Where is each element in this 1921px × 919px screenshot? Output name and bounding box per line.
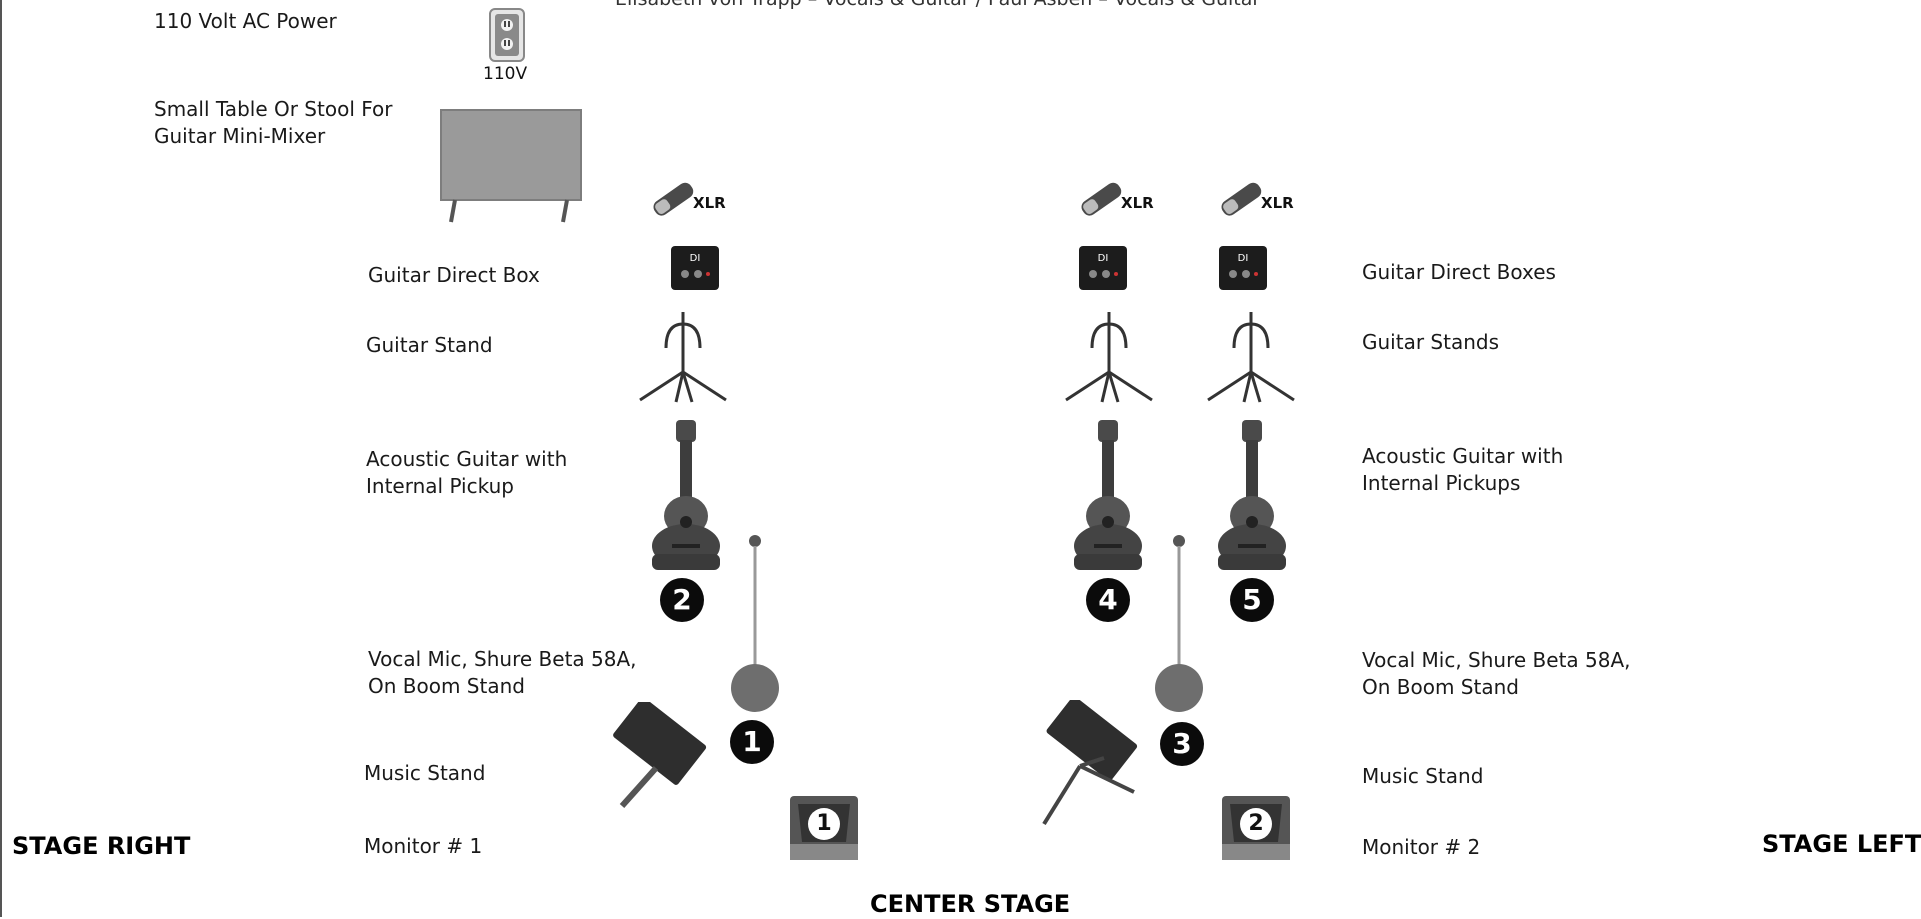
direct-box-icon: DI — [671, 246, 719, 290]
right-monitor-label: Monitor # 2 — [1362, 835, 1481, 859]
acoustic-guitar-icon — [1074, 420, 1142, 570]
power-outlet-icon — [489, 8, 525, 62]
channel-2-badge: 2 — [660, 578, 704, 622]
monitor-1-wedge: 1 — [788, 794, 860, 862]
right-guitar-stands-label: Guitar Stands — [1362, 330, 1499, 354]
monitor-wedge-icon — [790, 796, 858, 860]
music-stand-icon — [613, 702, 707, 809]
right-music-stand-label: Music Stand — [1362, 764, 1484, 788]
xlr-label: XLR — [1261, 194, 1294, 212]
xlr-label: XLR — [1121, 194, 1154, 212]
svg-text:DI: DI — [690, 253, 701, 264]
monitor-wedge-icon — [1222, 796, 1290, 860]
xlr-connector-icon — [1081, 182, 1122, 216]
channel-3-badge: 3 — [1160, 722, 1204, 766]
power-outlet-label: 110V — [483, 64, 528, 84]
direct-box-icon: DI — [1219, 246, 1267, 290]
channel-5-badge: 5 — [1230, 578, 1274, 622]
direct-box-icon: DI — [1079, 246, 1127, 290]
right-acoustic-label-line1: Acoustic Guitar with — [1362, 444, 1564, 468]
guitar-stand-icon — [1207, 312, 1295, 403]
right-direct-boxes-label: Guitar Direct Boxes — [1362, 260, 1556, 284]
performer-header: Elisabeth von Trapp – Vocals & Guitar / … — [615, 0, 1260, 10]
music-stand-icon — [1042, 700, 1138, 826]
left-acoustic-label-line2: Internal Pickup — [366, 474, 514, 498]
xlr-connector-icon — [653, 182, 694, 216]
left-vocal-mic-label-line2: On Boom Stand — [368, 674, 525, 698]
vocal-mic-boom-stand-icon — [731, 535, 779, 712]
left-acoustic-label-line1: Acoustic Guitar with — [366, 447, 568, 471]
xlr-connector-icon — [1221, 182, 1262, 216]
table-label-line2: Guitar Mini-Mixer — [154, 124, 326, 148]
svg-text:DI: DI — [1238, 253, 1249, 264]
right-vocal-mic-label-line1: Vocal Mic, Shure Beta 58A, — [1362, 648, 1631, 672]
vocal-mic-boom-stand-icon — [1155, 535, 1203, 712]
xlr-label: XLR — [693, 194, 726, 212]
left-direct-box-label: Guitar Direct Box — [368, 263, 540, 287]
right-vocal-mic-label-line2: On Boom Stand — [1362, 675, 1519, 699]
left-guitar-stand-label: Guitar Stand — [366, 333, 493, 357]
stage-right-label: STAGE RIGHT — [12, 832, 191, 860]
left-vocal-mic-label-line1: Vocal Mic, Shure Beta 58A, — [368, 647, 637, 671]
monitor-2-number: 2 — [1248, 811, 1264, 836]
channel-1-badge: 1 — [730, 720, 774, 764]
monitor-2-wedge: 2 — [1220, 794, 1292, 862]
mixer-table-icon — [440, 109, 582, 223]
guitar-stand-icon — [639, 312, 727, 403]
table-label-line1: Small Table Or Stool For — [154, 97, 393, 121]
acoustic-guitar-icon — [1218, 420, 1286, 570]
channel-4-badge: 4 — [1086, 578, 1130, 622]
power-label: 110 Volt AC Power — [154, 9, 337, 33]
svg-text:DI: DI — [1098, 253, 1109, 264]
left-monitor-label: Monitor # 1 — [364, 834, 483, 858]
acoustic-guitar-icon — [652, 420, 720, 570]
guitar-stand-icon — [1065, 312, 1153, 403]
right-acoustic-label-line2: Internal Pickups — [1362, 471, 1521, 495]
stage-left-label: STAGE LEFT — [1762, 830, 1921, 858]
center-stage-label: CENTER STAGE — [870, 890, 1071, 918]
monitor-1-number: 1 — [816, 811, 832, 836]
left-music-stand-label: Music Stand — [364, 761, 486, 785]
